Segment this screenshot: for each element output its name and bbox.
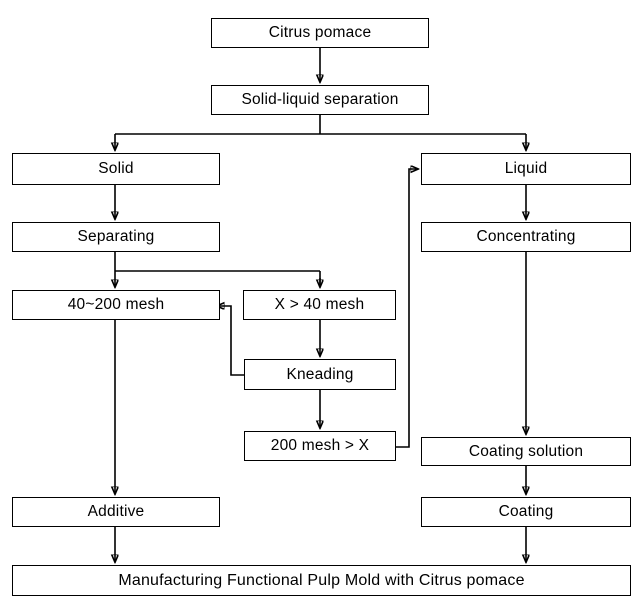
edge-200gtx-to-liquid — [396, 169, 418, 448]
node-kneading[interactable]: Kneading — [244, 359, 396, 390]
edge-kneading-to-40-200 — [217, 306, 244, 376]
node-additive[interactable]: Additive — [12, 497, 220, 527]
node-liquid[interactable]: Liquid — [421, 153, 631, 185]
node-solid[interactable]: Solid — [12, 153, 220, 185]
node-concentrating[interactable]: Concentrating — [421, 222, 631, 252]
node-separating[interactable]: Separating — [12, 222, 220, 252]
node-solid-liquid-separation[interactable]: Solid-liquid separation — [211, 85, 429, 115]
node-citrus-pomace[interactable]: Citrus pomace — [211, 18, 429, 48]
edge-separation-split-bus — [115, 115, 526, 135]
edge-separating-split-bus — [114, 252, 321, 284]
node-coating[interactable]: Coating — [421, 497, 631, 527]
node-mesh-40-200[interactable]: 40~200 mesh — [12, 290, 220, 320]
node-mesh-200-greater-than-x[interactable]: 200 mesh > X — [244, 431, 396, 461]
node-mesh-greater-than-40[interactable]: X > 40 mesh — [243, 290, 396, 320]
node-manufacturing-functional-pulp-mold[interactable]: Manufacturing Functional Pulp Mold with … — [12, 565, 631, 596]
node-coating-solution[interactable]: Coating solution — [421, 437, 631, 466]
